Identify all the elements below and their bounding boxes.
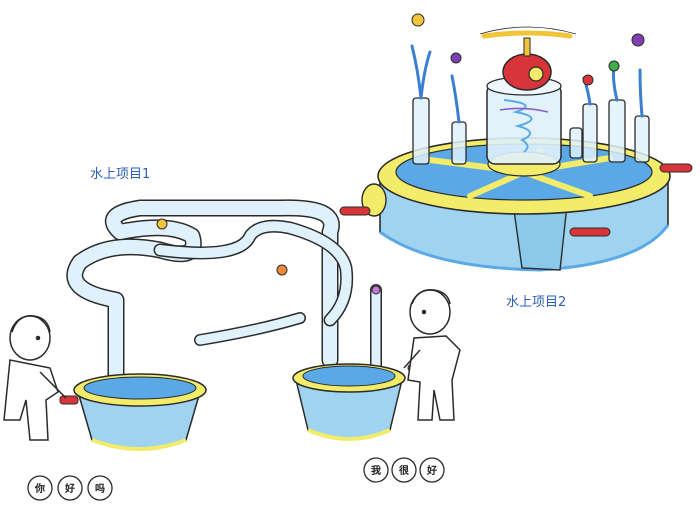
bubble-text-left-2: 好 — [64, 482, 75, 495]
right-water-basin — [292, 363, 439, 441]
bubble-text-right-1: 我 — [371, 464, 381, 477]
caption-project-2: 水上项目2 — [506, 295, 566, 310]
speech-bubbles-right: 我 很 好 — [363, 457, 445, 483]
left-child-figure — [3, 315, 67, 441]
bubble-text-left-1: 你 — [34, 482, 45, 495]
speech-bubbles-left: 你 好 吗 — [27, 475, 113, 501]
fountain-water-table — [339, 13, 693, 272]
bubble-text-right-3: 好 — [426, 464, 437, 477]
bubble-text-right-2: 很 — [398, 464, 409, 477]
left-water-basin — [59, 373, 207, 451]
caption-project-1: 水上项目1 — [90, 167, 150, 182]
bubble-text-left-3: 吗 — [95, 483, 105, 495]
right-child-figure — [403, 289, 461, 421]
tube-loop-system — [66, 199, 382, 387]
